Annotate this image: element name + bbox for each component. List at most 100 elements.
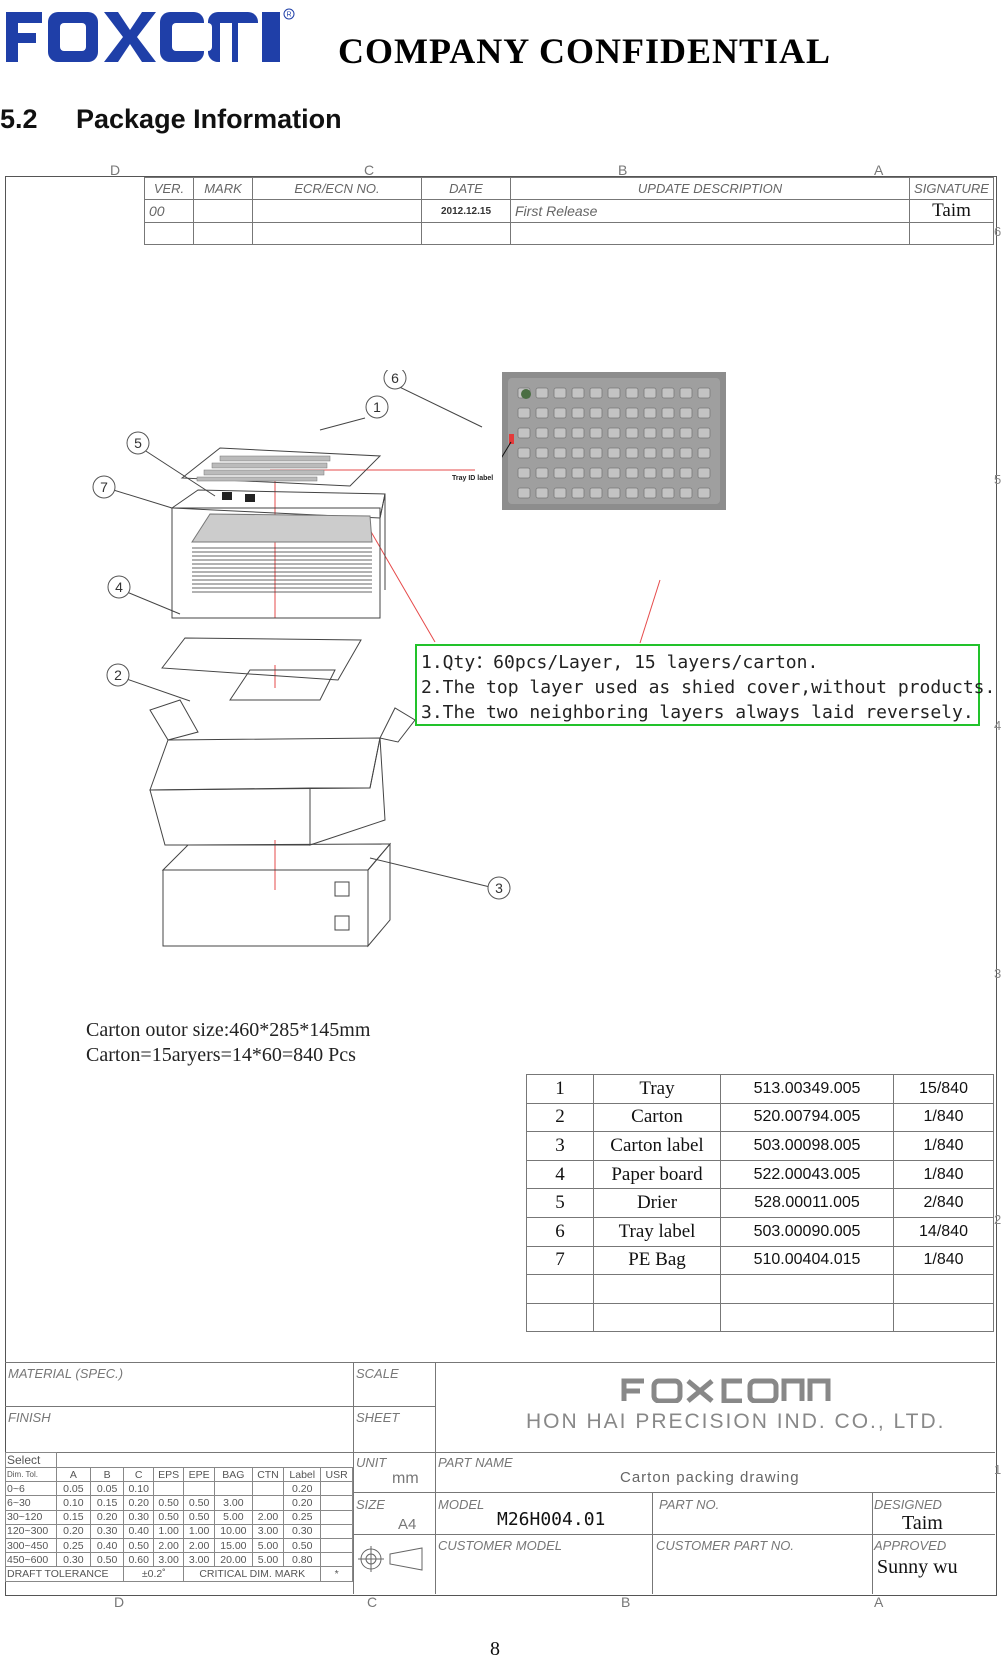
bom-part-no: 520.00794.005 (720, 1102, 894, 1133)
svg-text:Tray ID label: Tray ID label (452, 475, 493, 482)
bom-no: 7 (526, 1245, 594, 1276)
customer-model-label: CUSTOMER MODEL (438, 1538, 562, 1553)
bom-qty: 14/840 (893, 1216, 994, 1247)
part-name: Carton packing drawing (620, 1469, 800, 1486)
size-label: SIZE (356, 1497, 385, 1512)
bom-qty: 1/840 (893, 1102, 994, 1133)
draft-tolerance-label: DRAFT TOLERANCE (4, 1566, 125, 1582)
tolerance-dim-tol-cell: Dim. Tol. (5, 1466, 57, 1483)
bom-name: Tray label (593, 1216, 721, 1247)
rev-header-signature: SIGNATURE (909, 177, 994, 200)
rev-signature: Taim (909, 199, 994, 223)
bom-name: Tray (593, 1074, 721, 1104)
bom-no: 2 (526, 1102, 594, 1133)
model-value: M26H004.01 (497, 1509, 606, 1530)
frame-row-4: 4 (994, 718, 1002, 733)
bom-qty: 2/840 (893, 1188, 994, 1218)
callout-5: 5 (134, 435, 142, 451)
open-carton-drawing (149, 669, 416, 846)
tray-id-label-caption: Tray ID label (452, 475, 493, 482)
packing-note: 3.The two neighboring layers always laid… (421, 702, 974, 723)
bom-name: PE Bag (593, 1245, 721, 1276)
bom-no: 1 (526, 1074, 594, 1104)
revision-table: VER. MARK ECR/ECN NO. DATE UPDATE DESCRI… (144, 177, 994, 245)
callout-6: 6 (391, 370, 399, 386)
frame-letter-d: D (110, 162, 121, 178)
bom-no: 5 (526, 1188, 594, 1218)
bom-part-no: 503.00098.005 (720, 1131, 894, 1161)
page-number: 8 (490, 1638, 500, 1660)
customer-part-no-label: CUSTOMER PART NO. (656, 1538, 794, 1553)
tray-photo (502, 372, 726, 510)
frame-row-1: 1 (994, 1462, 1002, 1477)
bom-no: 3 (526, 1131, 594, 1161)
frame-letter-a: A (874, 162, 884, 178)
sheet-label: SHEET (356, 1410, 400, 1425)
frame-letter-c: C (364, 162, 375, 178)
tolerance-header: A (56, 1466, 91, 1483)
bom-part-no: 503.00090.005 (720, 1216, 894, 1247)
model-label: MODEL (438, 1497, 485, 1512)
designed-value: Taim (902, 1512, 943, 1534)
table-row (526, 1274, 994, 1304)
tolerance-header: Label (283, 1466, 322, 1483)
frame-row-5: 5 (994, 472, 1002, 487)
bom-name: Drier (593, 1188, 721, 1218)
bom-name: Carton (593, 1102, 721, 1133)
paper-board-drawing (161, 637, 362, 681)
draft-tolerance-value: ±0.2˚ (123, 1566, 185, 1582)
confidential-heading: COMPANY CONFIDENTIAL (338, 31, 831, 71)
rev-ver: 00 (144, 199, 194, 223)
bom-no: 4 (526, 1159, 594, 1190)
bom-qty: 1/840 (893, 1245, 994, 1276)
company-name: HON HAI PRECISION IND. CO., LTD. (526, 1410, 946, 1433)
bom-part-no: 510.00404.015 (720, 1245, 894, 1276)
tolerance-header: CTN (251, 1466, 285, 1483)
rev-date: 2012.12.15 (421, 199, 511, 223)
section-number: 5.2 (0, 104, 38, 134)
tolerance-header: BAG (214, 1466, 253, 1483)
unit-label: UNIT (356, 1455, 387, 1470)
bom-name: Carton label (593, 1131, 721, 1161)
tolerance-table: Select Dim. Tol. A B C EPS EPE BAG CTN L… (4, 1452, 353, 1582)
rev-header-ver: VER. (144, 177, 194, 200)
frame-letter-d-bottom: D (114, 1594, 125, 1610)
bom-part-no: 522.00043.005 (720, 1159, 894, 1190)
callout-circles (92, 370, 511, 900)
rev-empty-cell (421, 222, 511, 245)
closed-carton-drawing (161, 842, 392, 948)
critical-dim-mark-label: CRITICAL DIM. MARK (183, 1566, 322, 1582)
drier-drawing (222, 492, 255, 502)
rev-ecr (252, 199, 422, 223)
foxconn-logo: R (6, 8, 295, 62)
section-title: Package Information (76, 104, 342, 134)
scale-label: SCALE (356, 1366, 399, 1381)
callout-2: 2 (114, 667, 122, 683)
rev-empty-cell (909, 222, 994, 245)
tray-drawing (180, 447, 382, 487)
rev-description: First Release (510, 199, 910, 223)
bom-part-no: 513.00349.005 (720, 1074, 894, 1104)
part-no-label: PART NO. (659, 1497, 720, 1512)
company-logo (621, 1378, 831, 1403)
carton-size-note: Carton outor size:460*285*145mm Carton=1… (86, 1018, 370, 1068)
rev-empty-cell (144, 222, 194, 245)
tolerance-header: USR (320, 1466, 353, 1483)
title-block (5, 1362, 995, 1594)
tolerance-header: EPE (183, 1466, 216, 1483)
pe-bag-stack-drawing (170, 489, 386, 619)
rev-empty-cell (193, 222, 253, 245)
carton-size-line: Carton outor size:460*285*145mm (86, 1019, 371, 1041)
bom-qty: 1/840 (893, 1159, 994, 1190)
frame-row-6: 6 (994, 224, 1002, 239)
